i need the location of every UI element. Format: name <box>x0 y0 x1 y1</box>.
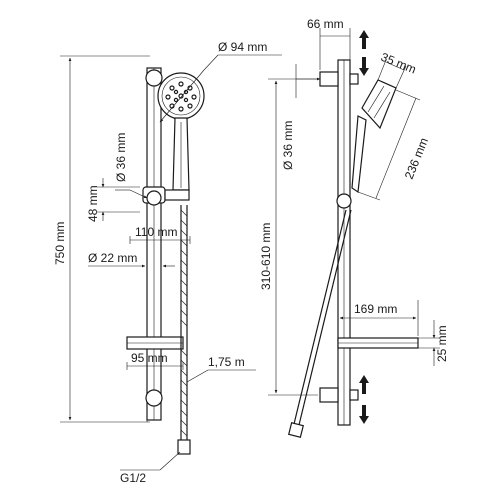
dimension-thread: G1/2 <box>120 451 181 485</box>
dimension-shelf-depth: 169 mm <box>337 300 419 336</box>
label-side-holder-diameter: Ø 36 mm <box>281 121 295 170</box>
dimension-head-diameter: Ø 94 mm <box>159 40 282 123</box>
dimension-shelf-width: 95 mm <box>126 351 184 370</box>
shower-holder <box>142 186 190 206</box>
label-bar-diameter: Ø 22 mm <box>88 251 137 265</box>
label-shelf-width: 95 mm <box>131 351 168 365</box>
label-thread: G1/2 <box>120 471 146 485</box>
front-view: 750 mm Ø 94 mm Ø 36 mm 48 mm <box>53 40 282 485</box>
hand-shower-head <box>157 72 205 120</box>
dimension-bar-diameter: Ø 22 mm <box>88 251 175 268</box>
top-wall-bracket <box>145 69 163 87</box>
label-head-thickness: 35 mm <box>379 50 418 77</box>
label-shelf-depth: 169 mm <box>354 302 397 316</box>
side-holder <box>336 193 352 209</box>
label-holder-depth: 110 mm <box>135 225 177 239</box>
label-holder-height: 48 mm <box>86 185 100 222</box>
side-shower-hose <box>287 209 352 439</box>
dimension-holder-depth: 110 mm <box>129 225 191 244</box>
label-holder-diameter: Ø 36 mm <box>114 133 128 182</box>
side-view: 66 mm 35 mm 236 mm Ø 36 mm 310-610 <box>259 17 449 439</box>
dimension-hose-length: 1,75 m <box>186 355 256 383</box>
dimension-bracket-depth: 66 mm <box>307 17 351 70</box>
side-shower-head <box>361 79 397 130</box>
dimension-total-height: 750 mm <box>53 55 150 423</box>
side-soap-shelf <box>337 337 419 349</box>
label-bracket-depth: 66 mm <box>307 17 344 31</box>
label-bracket-range: 310-610 mm <box>259 223 273 290</box>
bottom-wall-bracket <box>145 389 163 407</box>
adjust-arrow-bottom <box>359 375 369 424</box>
side-shower-handle <box>351 115 367 194</box>
label-shelf-height: 25 mm <box>435 325 449 362</box>
label-head-length: 236 mm <box>402 136 431 181</box>
side-bottom-bracket <box>319 387 359 403</box>
dimension-shelf-height: 25 mm <box>418 320 449 366</box>
slide-bar <box>146 67 162 422</box>
soap-shelf <box>126 336 184 350</box>
dimension-holder-diameter: Ø 36 mm <box>114 133 148 199</box>
label-hose-length: 1,75 m <box>208 355 245 369</box>
dimension-bracket-range: 310-610 mm <box>259 78 318 396</box>
adjust-arrow-top <box>359 30 369 76</box>
dimension-holder-height: 48 mm <box>86 178 140 222</box>
shower-hose <box>177 205 191 455</box>
label-total-height: 750 mm <box>53 222 67 265</box>
side-slide-bar <box>337 59 351 426</box>
dimension-side-holder-diameter: Ø 36 mm <box>281 64 321 170</box>
side-top-bracket <box>319 71 359 87</box>
label-head-diameter: Ø 94 mm <box>218 40 267 54</box>
